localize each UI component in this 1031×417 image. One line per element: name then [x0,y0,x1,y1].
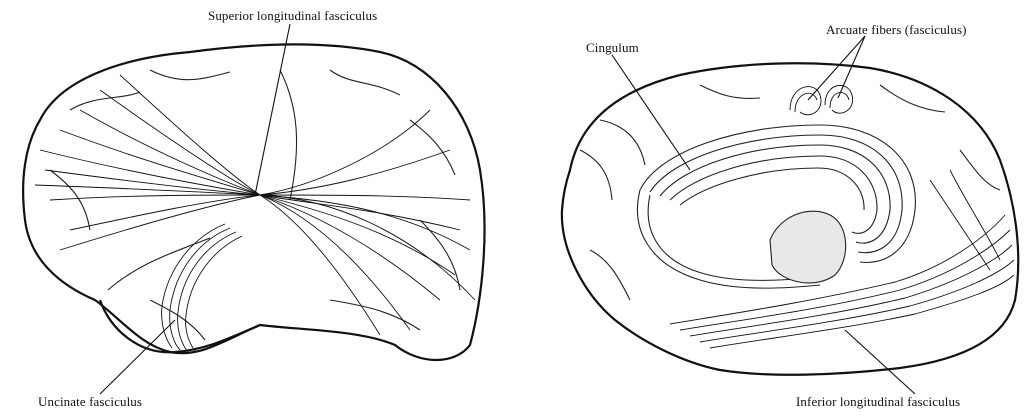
gyrus-fold [580,150,612,200]
label-cingulum: Cingulum [586,40,639,56]
lateral-fissure [108,238,210,290]
gyrus-fold [150,70,230,80]
uncinate-leader-line [100,320,175,394]
arcuate-loop [795,93,817,112]
cingulum-ring [660,145,890,243]
uncinate-fiber-bundle [162,224,242,352]
slf-fiber-bundle [35,75,475,335]
gyrus-fold [700,85,760,98]
gyrus-fold [600,120,645,165]
lateral-brain-view [23,24,484,394]
label-uncinate-fasciculus: Uncinate fasciculus [38,394,142,410]
gyrus-fold [410,120,455,175]
gyrus-fold [70,92,140,110]
corpus-callosum-inner [680,168,864,210]
label-superior-longitudinal-fasciculus: Superior longitudinal fasciculus [208,8,377,24]
gyrus-fold [960,150,1000,190]
arcuate-leader-line-a [808,36,865,100]
ilf-leader-line [845,330,915,394]
label-arcuate-fibers: Arcuate fibers (fasciculus) [826,22,967,38]
slf-leader-line [255,24,290,195]
gyrus-fold [590,250,630,300]
label-inferior-longitudinal-fasciculus: Inferior longitudinal fasciculus [796,394,960,410]
medial-brain-view [562,36,1018,394]
central-sulcus [280,70,297,200]
gyrus-fold [330,70,400,95]
temporal-lobe-outline [100,300,260,352]
thalamus-region [770,211,846,283]
cingulum-leader-line [612,55,690,170]
lateral-hemisphere-outline [23,44,484,360]
